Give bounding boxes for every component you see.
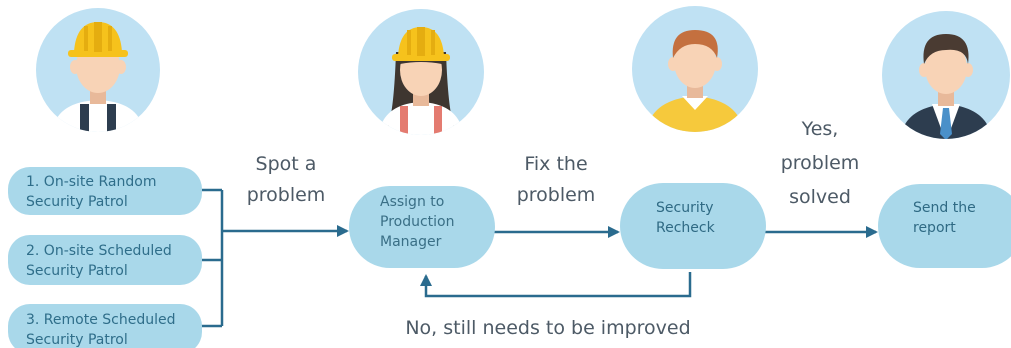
source-label-line2: Security Patrol — [26, 194, 128, 210]
step-assign-manager: Assign to Production Manager — [349, 186, 495, 268]
worker-hardhat-man-icon — [36, 8, 160, 132]
source-label-line2: Security Patrol — [26, 332, 128, 348]
source-label-line1: 1. On-site Random — [26, 174, 156, 190]
edge-label-spot-problem: Spot a problem — [247, 153, 326, 206]
edge-label-problem-solved: Yes, problem solved — [781, 118, 860, 208]
step-send-report: Send the report — [878, 184, 1011, 268]
worker-hardhat-woman-icon — [358, 9, 484, 135]
edge-label-line3: solved — [789, 186, 851, 208]
step-label-line1: Security — [656, 200, 714, 216]
source-merge-connector — [200, 188, 224, 328]
source-label-line1: 3. Remote Scheduled — [26, 312, 176, 328]
step-label-line2: Recheck — [656, 220, 716, 236]
step-label-line2: Production — [380, 214, 454, 230]
source-box-remote-patrol: 3. Remote Scheduled Security Patrol — [8, 304, 202, 348]
man-yellow-sweater-icon — [632, 6, 758, 132]
edge-label-fix-problem: Fix the problem — [517, 153, 596, 206]
step-label-line3: Manager — [380, 234, 442, 250]
step-label-line1: Assign to — [380, 194, 444, 210]
edge-label-needs-improvement: No, still needs to be improved — [405, 317, 690, 339]
step-label-line2: report — [913, 220, 956, 236]
edge-label-line2: problem — [247, 184, 326, 206]
step-security-recheck: Security Recheck — [620, 183, 766, 269]
edge-label-line2: problem — [781, 152, 860, 174]
step-label-line1: Send the — [913, 200, 976, 216]
edge-label-line2: problem — [517, 184, 596, 206]
source-label-line1: 2. On-site Scheduled — [26, 243, 172, 259]
edge-label-line1: Yes, — [801, 118, 839, 140]
arrow-needs-improvement — [420, 272, 692, 298]
source-box-random-patrol: 1. On-site Random Security Patrol — [8, 167, 202, 215]
edge-label-line1: Fix the — [524, 153, 587, 175]
businessman-suit-icon — [882, 11, 1010, 139]
source-box-scheduled-patrol: 2. On-site Scheduled Security Patrol — [8, 235, 202, 285]
source-label-line2: Security Patrol — [26, 263, 128, 279]
edge-label-line1: Spot a — [256, 153, 317, 175]
